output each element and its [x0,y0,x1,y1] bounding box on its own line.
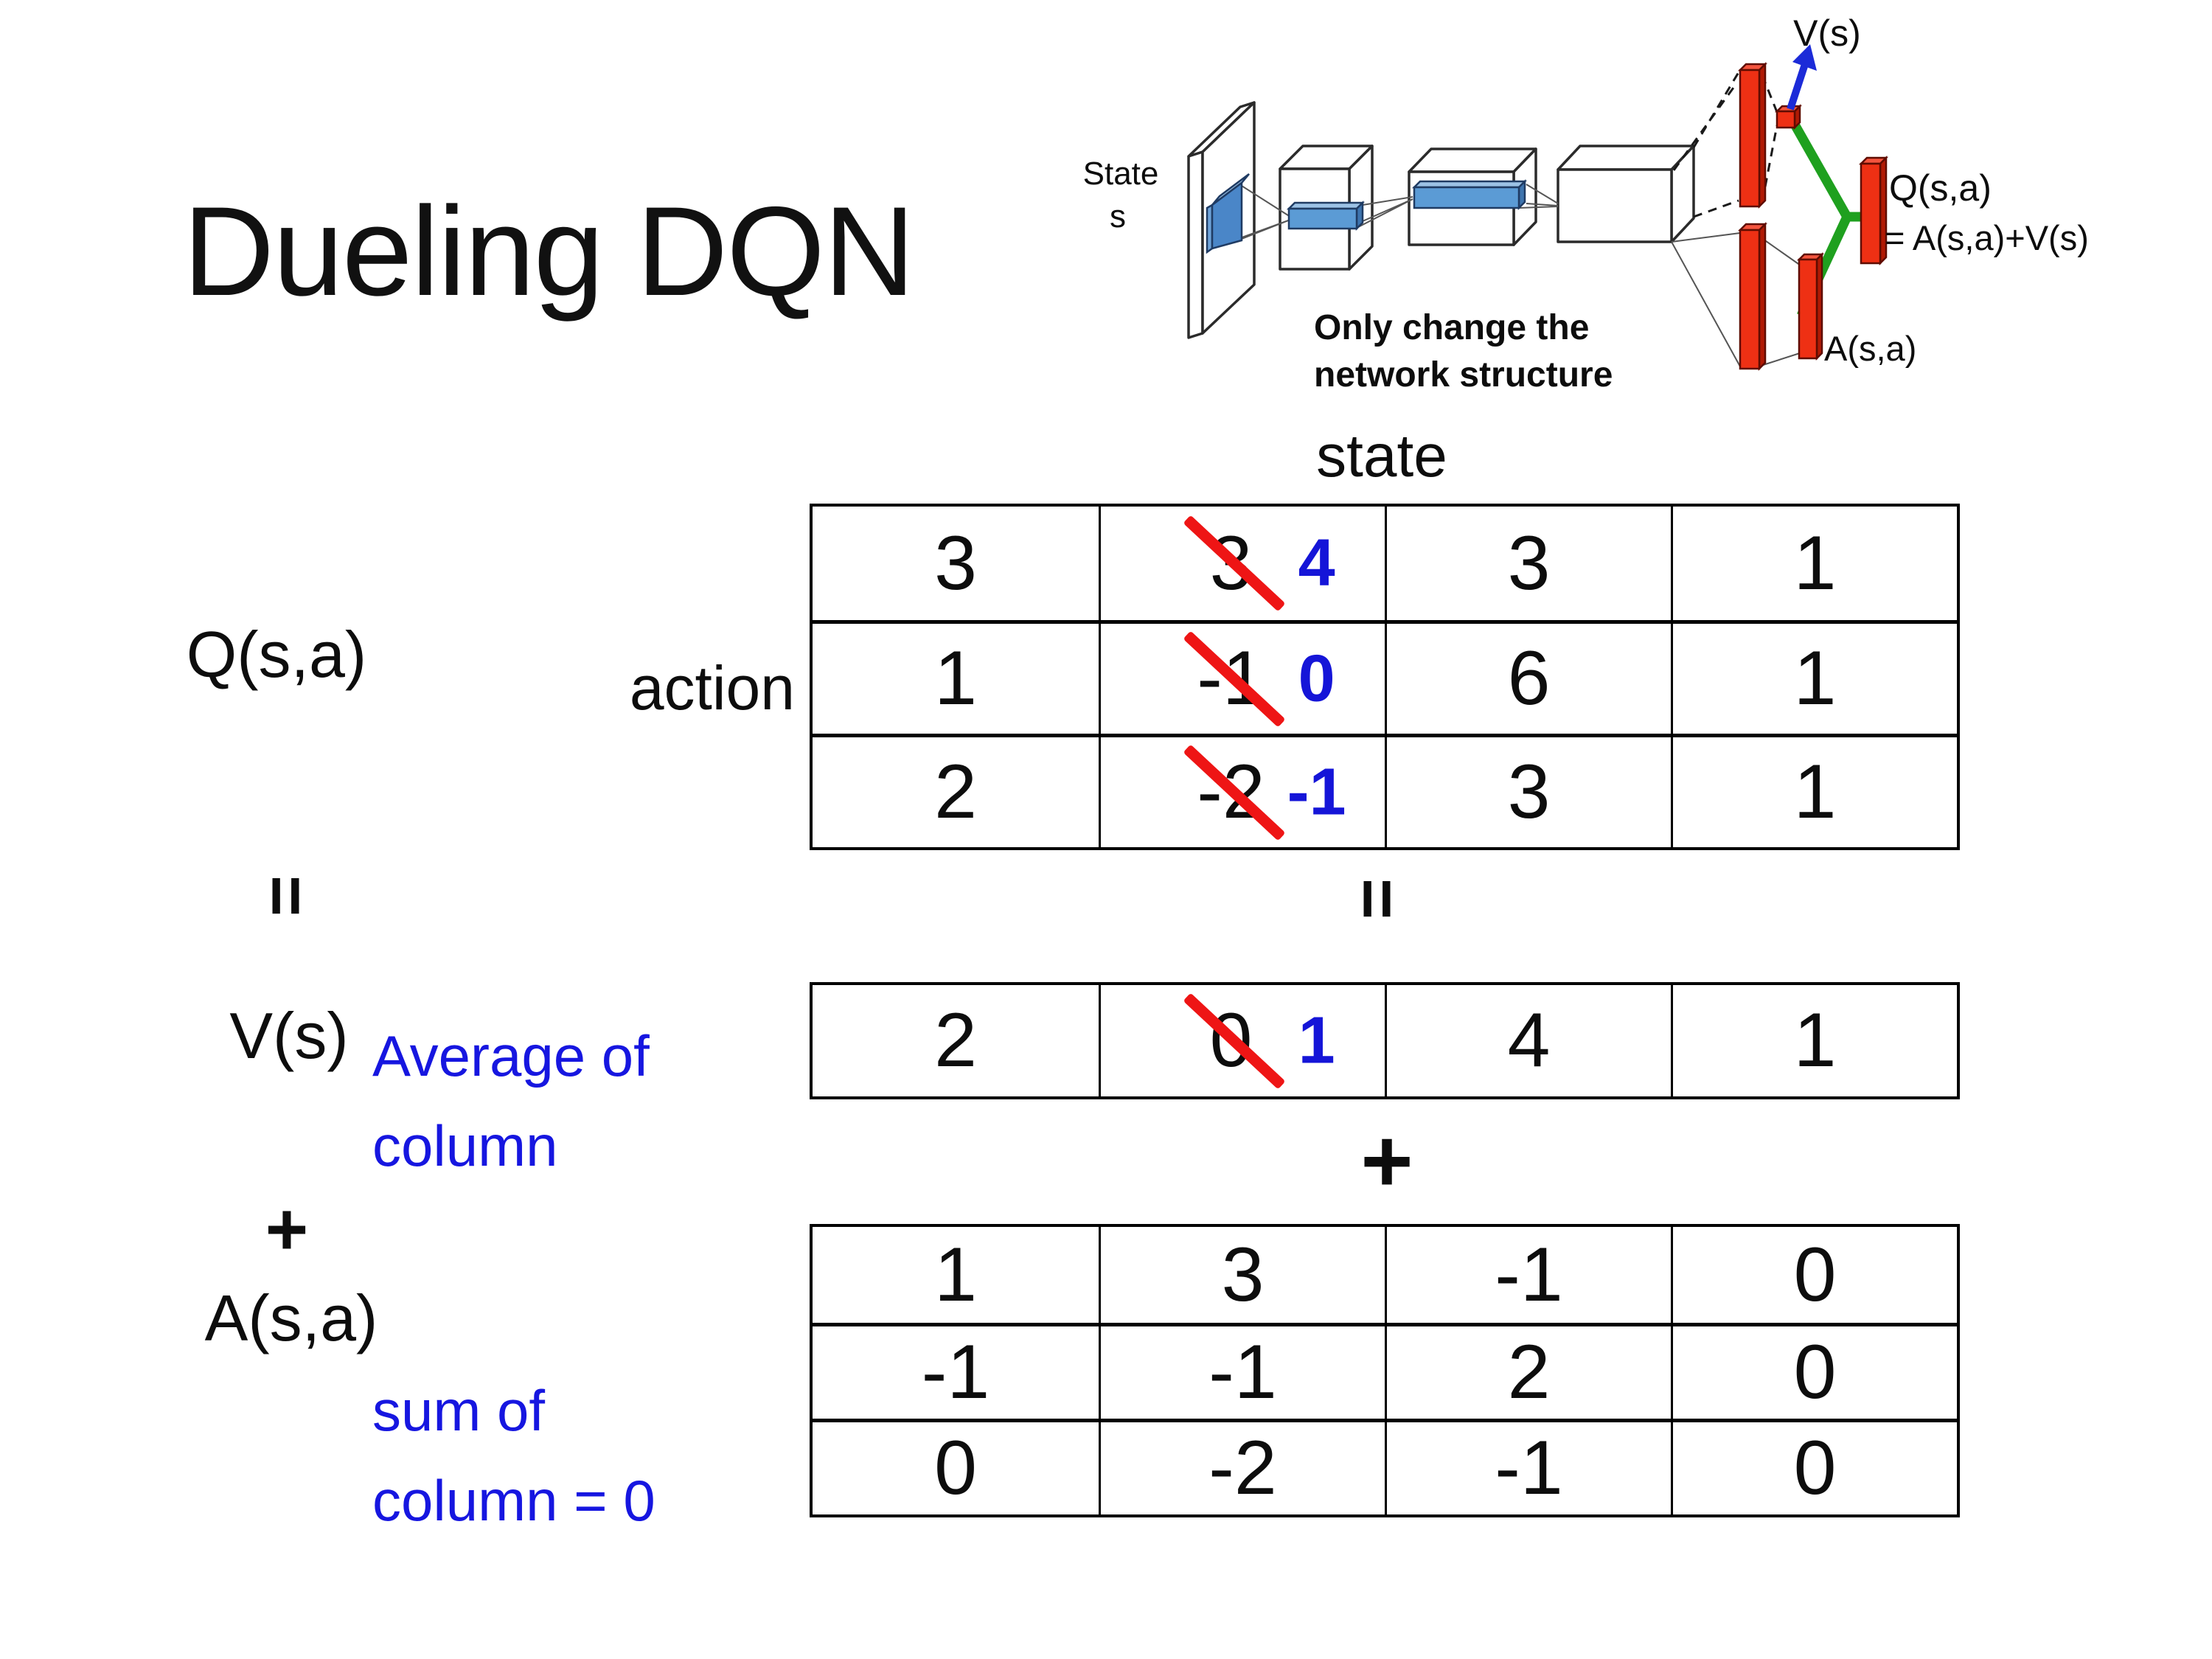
a-cell: 2 [1385,1323,1671,1419]
sum-note-line2: column = 0 [372,1468,655,1533]
network-note-line2: network structure [1314,355,1613,394]
plus-sign-left: + [265,1188,309,1271]
v-arrow-icon [1787,44,1817,111]
a-matrix-label: A(s,a) [204,1281,378,1354]
sum-note: sum of column = 0 [372,1366,655,1545]
a-cell: 0 [813,1419,1099,1514]
equals-glyph: = [1338,877,1417,920]
a-cell: 0 [1671,1323,1957,1419]
q-cell-crossed: 3 4 [1099,507,1385,620]
a-cell: 0 [1671,1419,1957,1514]
state-input-label: State [1083,156,1159,192]
average-note-line2: column [372,1113,558,1178]
q-cell: 1 [1671,734,1957,847]
fc-bar-icons [1737,61,1889,372]
conv-filter-icons [1206,173,1528,254]
a-cell: 1 [934,1231,977,1318]
equals-sign-center: = [1338,858,1417,939]
a-cell: -1 [1385,1227,1671,1323]
q-cell: 1 [1671,507,1957,620]
fan-lines-icon [1213,184,1803,367]
v-cell: 2 [934,998,977,1083]
q-cell-crossed: -2 -1 [1099,734,1385,847]
q-value-table: 3 3 4 3 1 1 -1 0 6 1 2 -2 -1 3 1 [810,504,1960,850]
v-row-label: V(s) [229,999,349,1072]
v-cell: 4 [1385,985,1671,1096]
v-value-table: 2 0 1 4 1 [810,982,1960,1099]
a-cell: 0 [1671,1227,1957,1323]
new-value: 1 [1298,1004,1335,1077]
plus-sign-center: + [1360,1110,1413,1211]
new-value: 0 [1298,641,1335,715]
q-matrix-label: Q(s,a) [186,618,367,691]
network-note-line1: Only change the [1314,308,1589,347]
page-title: Dueling DQN [183,181,915,322]
a-cell: -1 [1099,1323,1385,1419]
sum-note-line1: sum of [372,1378,546,1443]
average-note-line1: Average of [372,1023,650,1088]
a-cell: -1 [1385,1419,1671,1514]
q-cell: 1 [813,620,1099,734]
q-cell-crossed: -1 0 [1099,620,1385,734]
equals-glyph: = [247,874,326,917]
new-value: 4 [1298,526,1335,600]
q-output-formula: = A(s,a)+V(s) [1885,218,2089,257]
q-cell: 3 [1385,507,1671,620]
q-output-label: Q(s,a) [1889,167,1992,209]
state-axis-label: state [1316,422,1447,490]
q-cell: 2 [813,734,1099,847]
dashed-links-icon [1672,72,1778,218]
q-cell: 1 [1671,620,1957,734]
a-cell: -1 [813,1323,1099,1419]
a-output-label: A(s,a) [1824,329,1916,368]
q-cell: 3 [934,520,977,606]
a-cell: -2 [1099,1419,1385,1514]
action-axis-label: action [629,653,795,723]
a-value-table: 1 3 -1 0 -1 -1 2 0 0 -2 -1 0 [810,1224,1960,1517]
q-cell: 6 [1385,620,1671,734]
v-output-label: V(s) [1793,13,1861,54]
network-diagram: State s V(s) Q(s,a) = A(s,a)+V(s) A(s,a)… [1083,13,2089,394]
average-note: Average of column [372,1011,650,1191]
new-value: -1 [1287,755,1346,829]
equals-sign-left: = [247,855,326,936]
v-cell: 1 [1671,985,1957,1096]
a-cell: 3 [1099,1227,1385,1323]
state-input-label-s: s [1110,198,1126,234]
v-cell-crossed: 0 1 [1099,985,1385,1096]
q-cell: 3 [1385,734,1671,847]
